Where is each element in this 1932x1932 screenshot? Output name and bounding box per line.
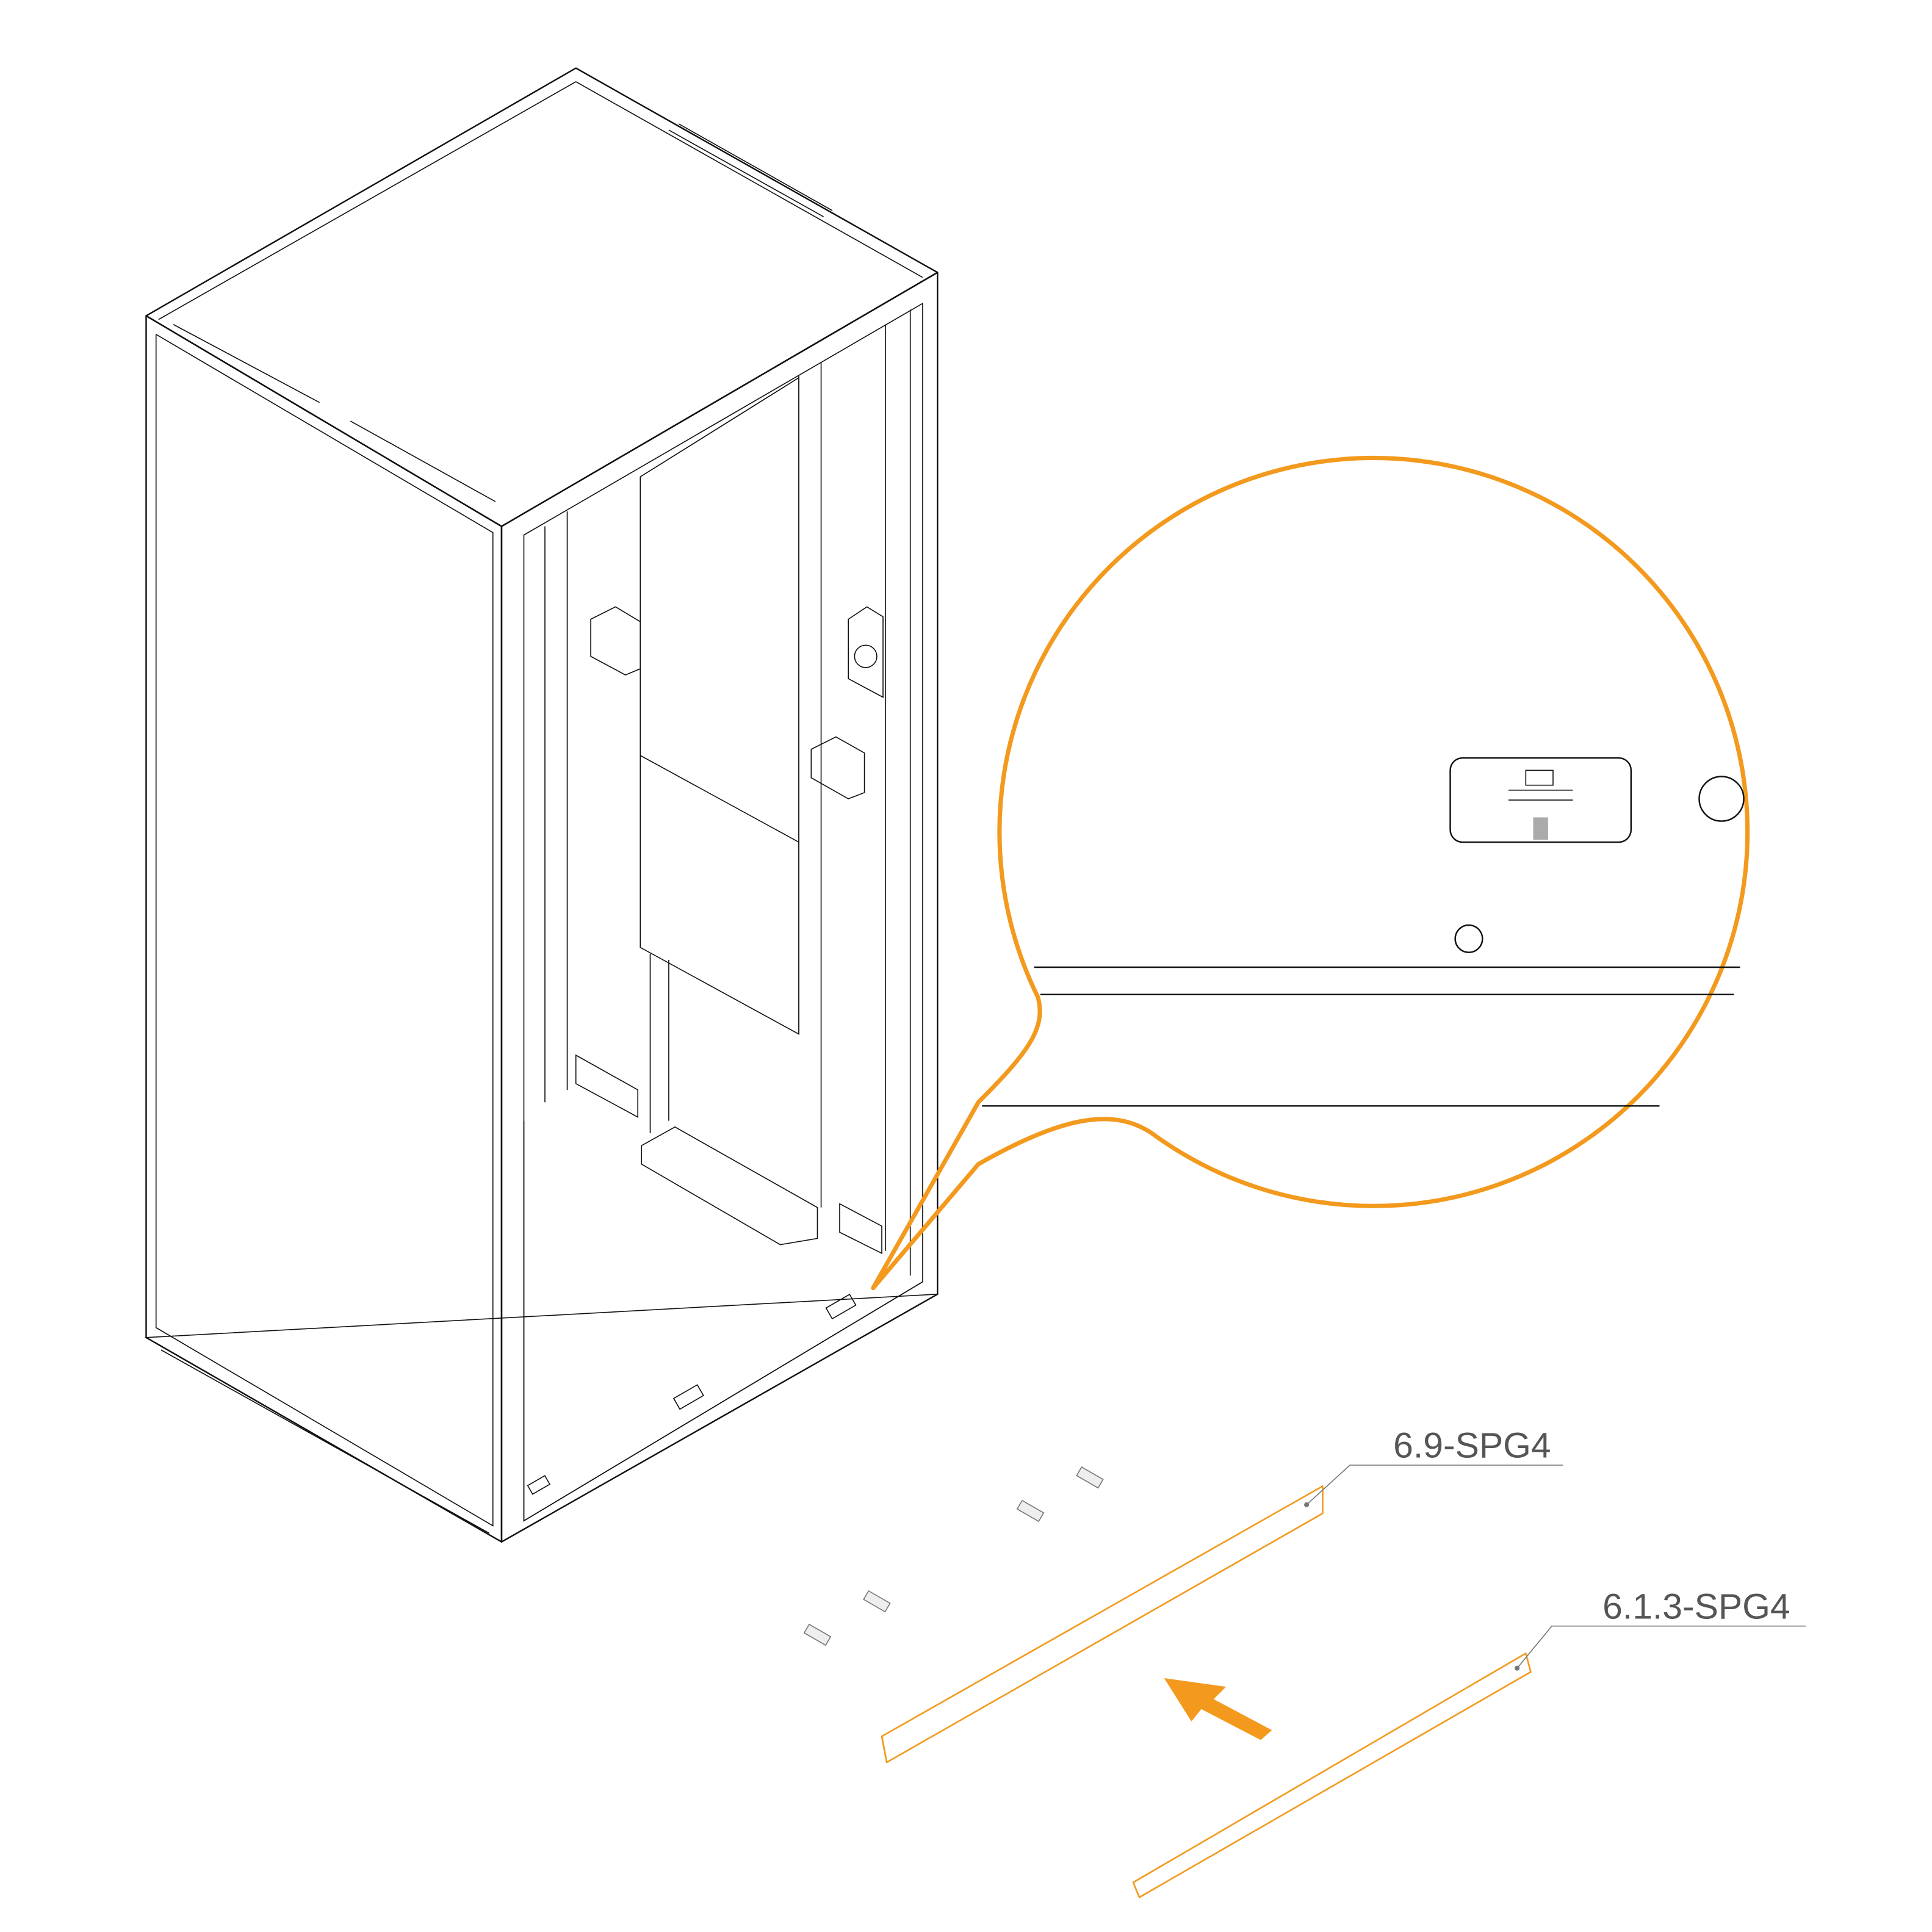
callout-label: 6.1.3-SPG4 — [1602, 1587, 1790, 1627]
cabinet-top — [145, 67, 939, 527]
callout-6-9: 6.9-SPG4 — [1306, 1426, 1563, 1505]
inner-back-panel — [640, 377, 799, 1035]
rail-6-9 — [881, 1485, 1324, 1764]
callout-label: 6.9-SPG4 — [1393, 1426, 1551, 1466]
bolt-icon — [1533, 817, 1548, 840]
bracket-slot — [1449, 757, 1632, 843]
callout-6-1-3: 6.1.3-SPG4 — [1516, 1587, 1806, 1669]
detail-magnifier — [871, 455, 1750, 1291]
clip-parts — [803, 1466, 1104, 1646]
cabinet-side-panel — [145, 315, 503, 1543]
cabinet-frame — [144, 67, 939, 1543]
assembly-direction-arrow — [1164, 1678, 1272, 1740]
